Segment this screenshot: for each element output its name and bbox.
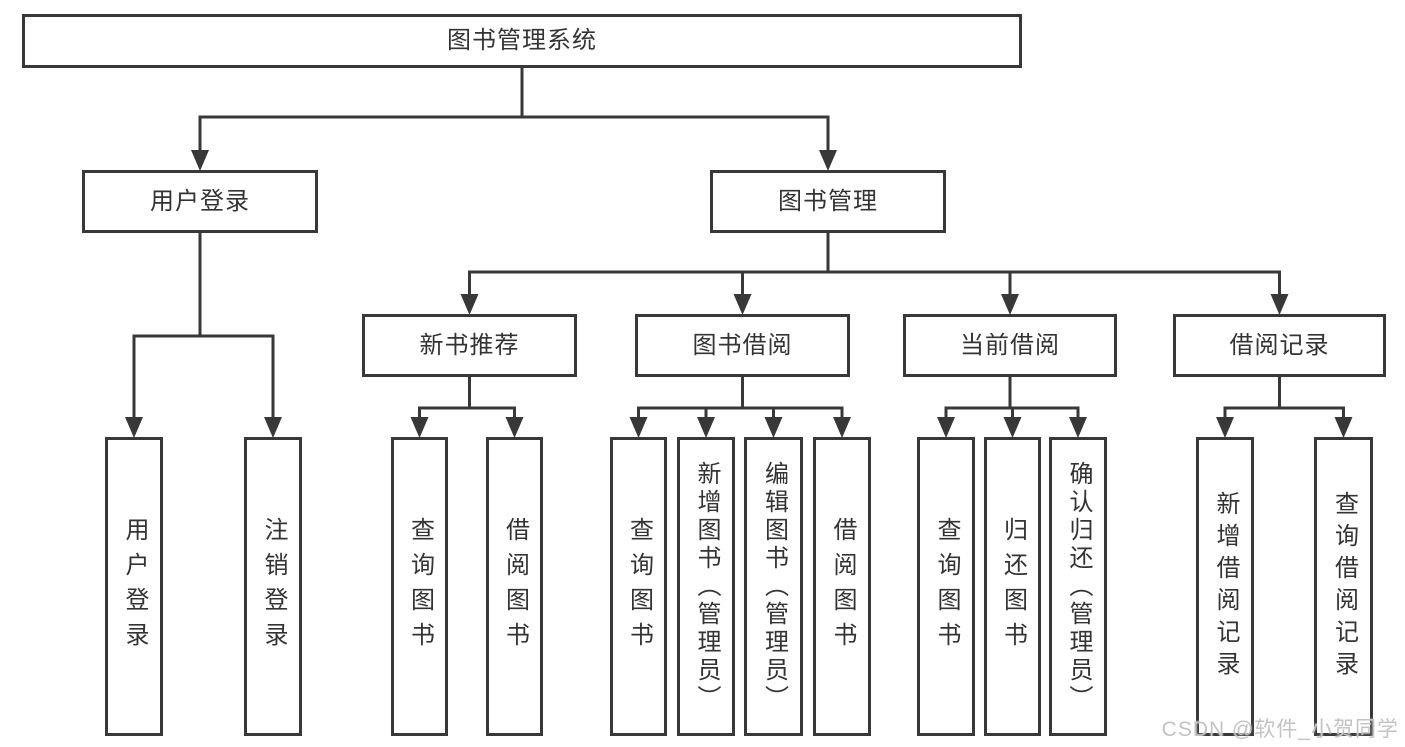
node-new-book-rec: 新书推荐 bbox=[362, 314, 577, 377]
node-current-borrow: 当前借阅 bbox=[903, 314, 1117, 377]
node-cb-query-book: 查询图书 bbox=[917, 437, 975, 736]
node-label: 查询借阅记录 bbox=[1330, 490, 1358, 683]
arrowhead-icon bbox=[733, 294, 752, 315]
node-rec-borrow-book: 借阅图书 bbox=[486, 437, 543, 736]
node-label: 新增借阅记录 bbox=[1212, 490, 1239, 683]
arrowhead-icon bbox=[1270, 294, 1289, 315]
node-label: 注销登录 bbox=[260, 516, 287, 657]
node-label: 确认归还（管理员） bbox=[1065, 460, 1092, 713]
arrowhead-icon bbox=[505, 417, 524, 438]
node-label: 借阅记录 bbox=[1229, 331, 1330, 359]
arrowhead-icon bbox=[264, 417, 282, 438]
node-logout: 注销登录 bbox=[244, 437, 302, 736]
arrowhead-icon bbox=[125, 417, 143, 438]
node-label: 图书管理系统 bbox=[447, 27, 597, 54]
arrowhead-icon bbox=[697, 417, 715, 438]
arrowhead-icon bbox=[1003, 417, 1022, 438]
arrowhead-icon bbox=[1216, 417, 1234, 438]
node-book-borrow: 图书借阅 bbox=[635, 314, 850, 377]
node-label: 编辑图书（管理员） bbox=[760, 460, 788, 713]
watermark: CSDN @软件_小贺同学 bbox=[1161, 718, 1399, 741]
arrowhead-icon bbox=[1069, 417, 1087, 438]
node-login: 用户登录 bbox=[105, 437, 163, 736]
node-book-mgmt: 图书管理 bbox=[710, 170, 946, 233]
node-label: 图书管理 bbox=[778, 187, 878, 215]
node-user-login: 用户登录 bbox=[82, 170, 318, 233]
arrowhead-icon bbox=[629, 417, 648, 438]
node-br-query-record: 查询借阅记录 bbox=[1314, 437, 1373, 736]
node-bb-query-book: 查询图书 bbox=[610, 437, 667, 736]
node-root: 图书管理系统 bbox=[22, 14, 1022, 68]
node-label: 用户登录 bbox=[121, 516, 148, 657]
node-borrow-records: 借阅记录 bbox=[1173, 314, 1386, 377]
arrowhead-icon bbox=[191, 150, 209, 171]
arrowhead-icon bbox=[1001, 294, 1019, 315]
node-rec-query-book: 查询图书 bbox=[391, 437, 448, 736]
arrowhead-icon bbox=[819, 150, 837, 171]
arrowhead-icon bbox=[1334, 417, 1353, 438]
arrowhead-icon bbox=[833, 417, 851, 438]
arrowhead-icon bbox=[460, 294, 479, 315]
node-label: 查询图书 bbox=[406, 516, 434, 657]
arrowhead-icon bbox=[937, 417, 955, 438]
node-bb-add-book: 新增图书（管理员） bbox=[677, 437, 735, 736]
node-cb-return-book: 归还图书 bbox=[984, 437, 1041, 736]
node-label: 借阅图书 bbox=[501, 516, 529, 657]
node-label: 查询图书 bbox=[625, 516, 653, 657]
node-label: 新增图书（管理员） bbox=[693, 460, 720, 713]
node-br-add-record: 新增借阅记录 bbox=[1196, 437, 1254, 736]
node-cb-confirm-return: 确认归还（管理员） bbox=[1049, 437, 1107, 736]
node-label: 归还图书 bbox=[999, 516, 1027, 657]
node-label: 借阅图书 bbox=[829, 516, 856, 657]
node-label: 用户登录 bbox=[150, 187, 250, 215]
arrowhead-icon bbox=[410, 417, 429, 438]
arrowhead-icon bbox=[764, 417, 783, 438]
node-label: 当前借阅 bbox=[960, 331, 1060, 359]
node-label: 图书借阅 bbox=[692, 331, 793, 359]
node-label: 新书推荐 bbox=[419, 331, 520, 359]
node-bb-edit-book: 编辑图书（管理员） bbox=[744, 437, 803, 736]
node-label: 查询图书 bbox=[933, 516, 960, 657]
node-bb-borrow-book: 借阅图书 bbox=[813, 437, 871, 736]
